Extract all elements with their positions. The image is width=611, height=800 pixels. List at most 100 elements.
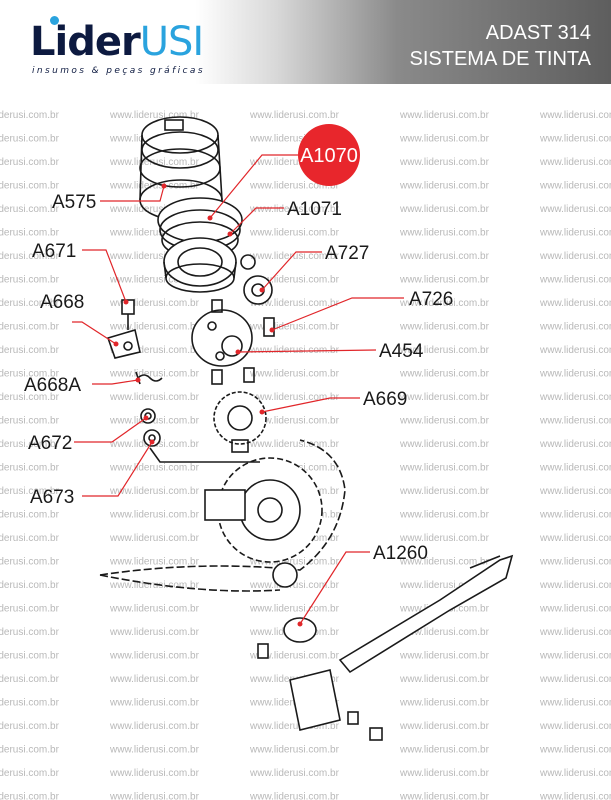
watermark-text: www.liderusi.com.br	[0, 486, 60, 497]
highlight-badge-a1070[interactable]: A1070	[298, 124, 360, 186]
watermark-text: www.liderusi.com.br	[0, 557, 60, 568]
watermark-text: www.liderusi.com.br	[0, 439, 60, 450]
watermark-text: www.liderusi.com.br	[249, 298, 340, 309]
watermark-text: www.liderusi.com.br	[539, 251, 611, 262]
watermark-text: www.liderusi.com.br	[249, 134, 340, 145]
watermark-text: www.liderusi.com.br	[0, 369, 60, 380]
watermark-text: www.liderusi.com.br	[399, 345, 490, 356]
logo-dot-icon	[50, 16, 59, 25]
watermark-text: www.liderusi.com.br	[399, 674, 490, 685]
watermark-text: www.liderusi.com.br	[539, 298, 611, 309]
watermark-text: www.liderusi.com.br	[399, 251, 490, 262]
label-a454[interactable]: A454	[379, 341, 424, 362]
watermark-text: www.liderusi.com.br	[249, 768, 340, 779]
watermark-text: www.liderusi.com.br	[399, 416, 490, 427]
watermark-text: www.liderusi.com.br	[399, 533, 490, 544]
watermark-text: www.liderusi.com.br	[0, 463, 60, 474]
watermark-text: www.liderusi.com.br	[539, 416, 611, 427]
watermark-text: www.liderusi.com.br	[399, 110, 490, 121]
watermark-text: www.liderusi.com.br	[0, 745, 60, 756]
watermark-text: www.liderusi.com.br	[0, 674, 60, 685]
watermark-text: www.liderusi.com.br	[539, 651, 611, 662]
watermark-text: www.liderusi.com.br	[399, 580, 490, 591]
label-a668a[interactable]: A668A	[24, 375, 81, 396]
watermark-text: www.liderusi.com.br	[539, 674, 611, 685]
watermark-text: www.liderusi.com.br	[0, 157, 60, 168]
watermark-text: www.liderusi.com.br	[249, 651, 340, 662]
watermark-text: www.liderusi.com.br	[109, 322, 200, 333]
brand-logo[interactable]: LiderUSI	[30, 19, 204, 65]
watermark-text: www.liderusi.com.br	[249, 745, 340, 756]
watermark-text: www.liderusi.com.br	[109, 768, 200, 779]
label-a575[interactable]: A575	[52, 192, 96, 213]
label-a672[interactable]: A672	[28, 433, 72, 454]
watermark-text: www.liderusi.com.br	[249, 251, 340, 262]
watermark-text: www.liderusi.com.br	[539, 345, 611, 356]
watermark-text: www.liderusi.com.br	[109, 557, 200, 568]
watermark-text: www.liderusi.com.br	[109, 369, 200, 380]
watermark-text: www.liderusi.com.br	[539, 322, 611, 333]
highlight-circle	[298, 124, 360, 186]
watermark-text: www.liderusi.com.br	[399, 557, 490, 568]
watermark-text: www.liderusi.com.br	[249, 721, 340, 732]
label-a668[interactable]: A668	[40, 292, 84, 313]
watermark-text: www.liderusi.com.br	[249, 275, 340, 286]
watermark-text: www.liderusi.com.br	[249, 392, 340, 403]
watermark-text: www.liderusi.com.br	[399, 369, 490, 380]
watermark-text: www.liderusi.com.br	[0, 251, 60, 262]
watermark-text: www.liderusi.com.br	[0, 392, 60, 403]
watermark-text: www.liderusi.com.br	[399, 463, 490, 474]
watermark-text: www.liderusi.com.br	[539, 510, 611, 521]
label-a673[interactable]: A673	[30, 487, 74, 508]
label-a669[interactable]: A669	[363, 389, 407, 410]
watermark-text: www.liderusi.com.br	[249, 110, 340, 121]
label-a727[interactable]: A727	[325, 243, 369, 264]
label-a671[interactable]: A671	[32, 241, 76, 262]
watermark-text: www.liderusi.com.br	[539, 486, 611, 497]
watermark-text: www.liderusi.com.br	[0, 698, 60, 709]
watermark-text: www.liderusi.com.br	[539, 768, 611, 779]
part-drawing-a1260-assembly	[257, 554, 514, 741]
model-title: ADAST 314	[485, 22, 591, 44]
watermark-text: www.liderusi.com.br	[0, 228, 60, 239]
watermark-text: www.liderusi.com.br	[539, 604, 611, 615]
watermark-text: www.liderusi.com.br	[399, 322, 490, 333]
part-drawing-a673-nut	[143, 429, 161, 447]
watermark-text: www.liderusi.com.br	[0, 275, 60, 286]
watermark-text: www.liderusi.com.br	[0, 322, 60, 333]
watermark-text: www.liderusi.com.br	[0, 298, 60, 309]
watermark-text: www.liderusi.com.br	[539, 110, 611, 121]
watermark-text: www.liderusi.com.br	[399, 745, 490, 756]
logo-accent-text: USI	[139, 19, 204, 65]
part-drawing-a669-gear	[213, 391, 267, 453]
watermark-text: www.liderusi.com.br	[399, 134, 490, 145]
label-a726[interactable]: A726	[409, 289, 453, 310]
label-a1071[interactable]: A1071	[287, 199, 342, 220]
watermark-text: www.liderusi.com.br	[539, 134, 611, 145]
watermark-text: www.liderusi.com.br	[109, 792, 200, 800]
watermark-text: www.liderusi.com.br	[539, 533, 611, 544]
watermark-text: www.liderusi.com.br	[539, 275, 611, 286]
watermark-text: www.liderusi.com.br	[249, 181, 340, 192]
watermark-text: www.liderusi.com.br	[109, 181, 200, 192]
leader-lines	[72, 154, 404, 627]
part-drawing-sprocket	[149, 447, 323, 563]
watermark-text: www.liderusi.com.br	[0, 627, 60, 638]
label-a1260[interactable]: A1260	[373, 543, 428, 564]
watermark-text: www.liderusi.com.br	[0, 580, 60, 591]
part-drawing-a726-pin	[263, 317, 275, 337]
watermark-text: www.liderusi.com.br	[109, 651, 200, 662]
watermark-text: www.liderusi.com.br	[0, 604, 60, 615]
watermark-text: www.liderusi.com.br	[109, 463, 200, 474]
watermark-text: www.liderusi.com.br	[539, 698, 611, 709]
watermark-text: www.liderusi.com.br	[0, 134, 60, 145]
watermark-text: www.liderusi.com.br	[249, 204, 340, 215]
watermark-text: www.liderusi.com.br	[399, 486, 490, 497]
part-drawing-a1071-ring	[163, 237, 237, 293]
watermark-text: www.liderusi.com.br	[539, 439, 611, 450]
part-drawing-a727-gear	[240, 254, 273, 305]
watermark-text: www.liderusi.com.br	[0, 416, 60, 427]
watermark-text: www.liderusi.com.br	[249, 369, 340, 380]
watermark-text: www.liderusi.com.br	[109, 204, 200, 215]
watermark-text: www.liderusi.com.br	[0, 110, 60, 121]
